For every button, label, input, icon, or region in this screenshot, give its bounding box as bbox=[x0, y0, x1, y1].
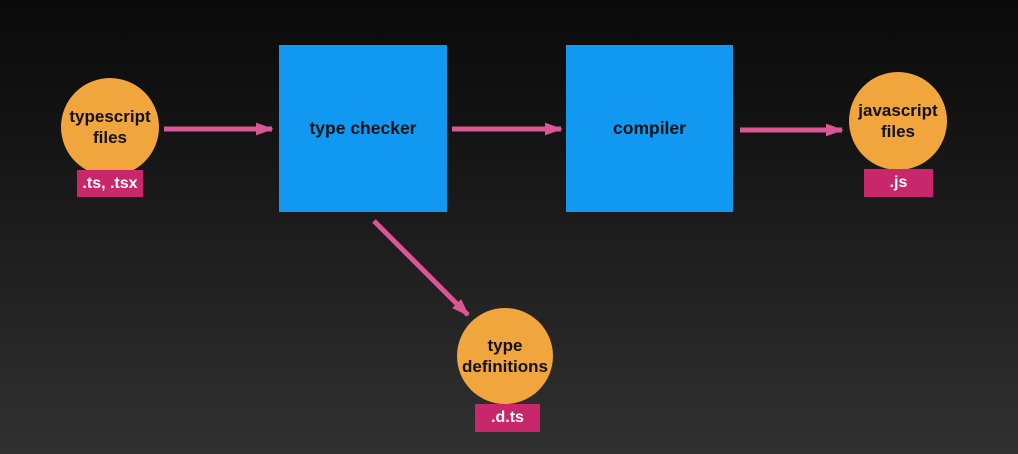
node-label: type checker bbox=[309, 118, 417, 138]
node-label: type definitions bbox=[462, 335, 548, 376]
node-type-definitions: type definitions bbox=[457, 308, 553, 404]
node-typescript-files: typescript files bbox=[61, 78, 159, 176]
node-type-checker: type checker bbox=[279, 45, 447, 212]
node-label: compiler bbox=[613, 118, 686, 138]
node-label: typescript files bbox=[69, 106, 151, 147]
arrow-checker-to-definitions bbox=[372, 219, 470, 317]
badge-js: .js bbox=[864, 169, 933, 197]
badge-dts: .d.ts bbox=[475, 404, 540, 432]
node-label: javascript files bbox=[858, 100, 938, 141]
node-compiler: compiler bbox=[566, 45, 733, 212]
badge-ts-tsx: .ts, .tsx bbox=[77, 170, 143, 197]
node-javascript-files: javascript files bbox=[849, 72, 947, 170]
